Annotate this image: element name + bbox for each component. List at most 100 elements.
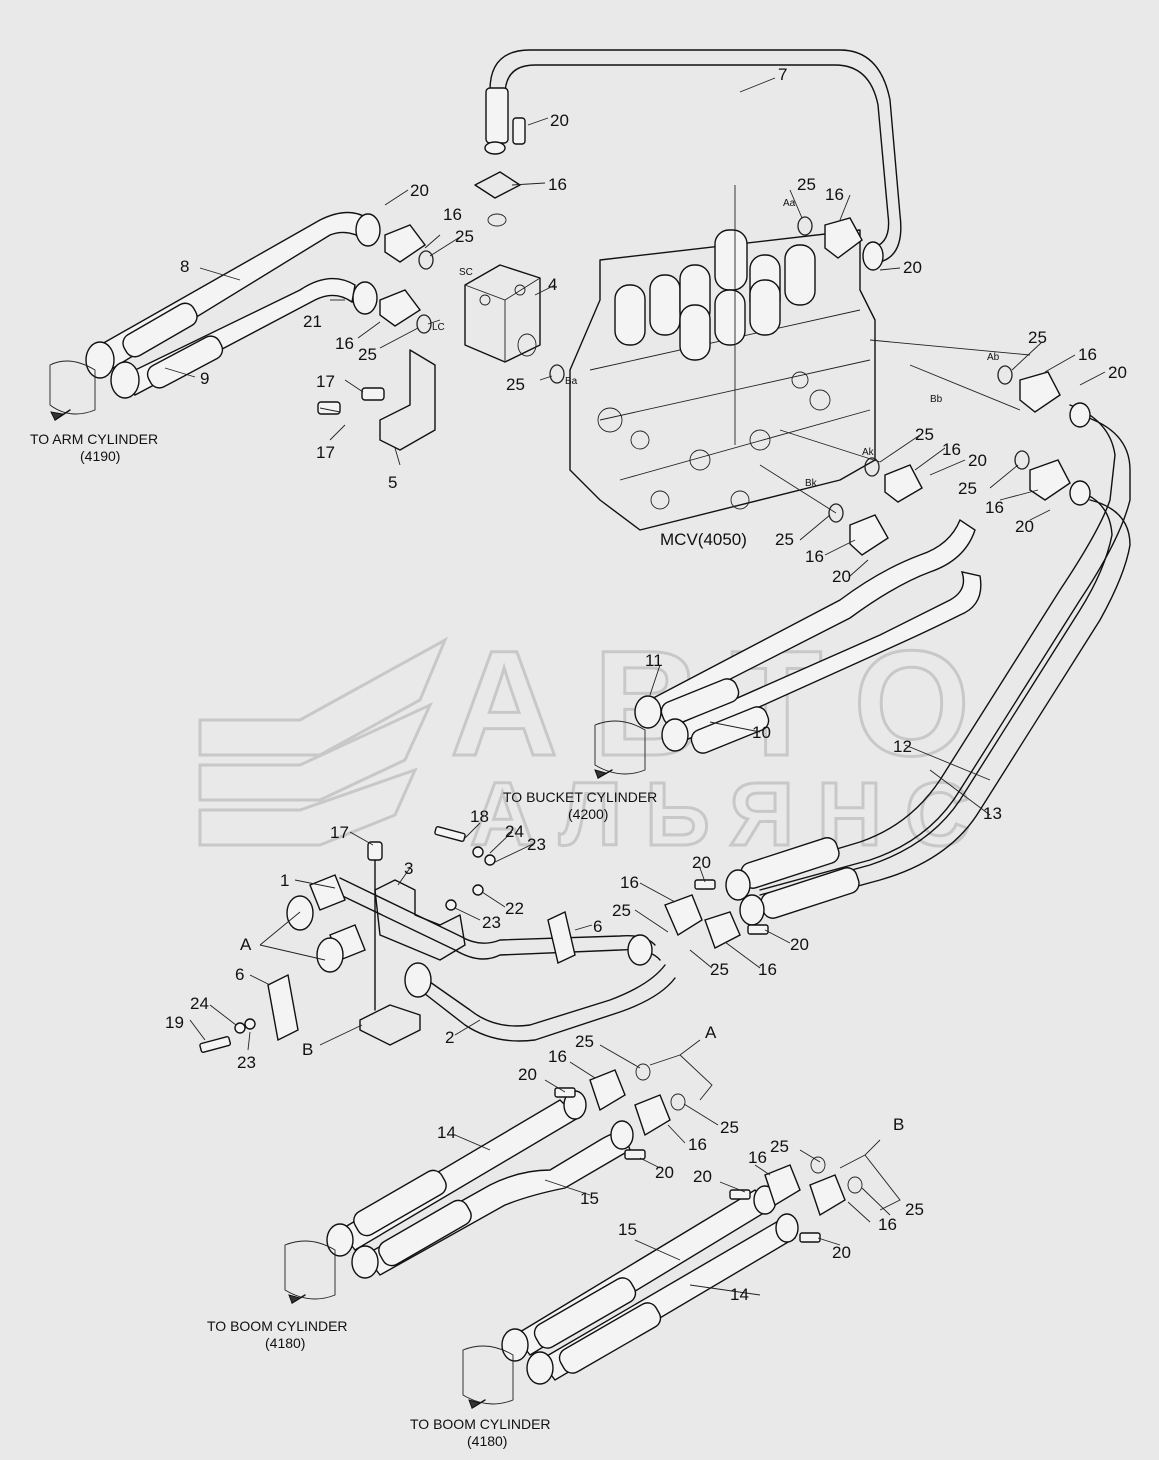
- label-10: 10: [752, 723, 771, 742]
- label-17a: 17: [316, 372, 335, 391]
- port-lc: LC: [432, 322, 445, 333]
- clamps-6: [267, 910, 576, 1042]
- label-25a: 25: [455, 227, 474, 246]
- port-labels: Aa Ab Bb Ak Bk SC LC Ba: [432, 198, 1000, 489]
- dest-boom1-line2: (4180): [265, 1335, 305, 1351]
- label-21: 21: [303, 312, 322, 331]
- label-16k: 16: [548, 1047, 567, 1066]
- label-20m: 20: [832, 1243, 851, 1262]
- label-20a: 20: [550, 111, 569, 130]
- label-B1: B: [302, 1040, 313, 1059]
- label-20j: 20: [518, 1065, 537, 1084]
- destination-labels: TO ARM CYLINDER (4190) TO BUCKET CYLINDE…: [30, 431, 657, 1449]
- label-25d: 25: [506, 375, 525, 394]
- port-ba: Ba: [565, 376, 578, 387]
- label-25j: 25: [710, 960, 729, 979]
- label-14b: 14: [730, 1285, 749, 1304]
- label-20f: 20: [1015, 517, 1034, 536]
- label-20h: 20: [692, 853, 711, 872]
- label-20c: 20: [903, 258, 922, 277]
- label-A1: A: [240, 935, 252, 954]
- port-ab: Ab: [987, 352, 1000, 363]
- label-4: 4: [548, 275, 557, 294]
- label-7: 7: [778, 65, 787, 84]
- label-20l: 20: [693, 1167, 712, 1186]
- label-22: 22: [505, 899, 524, 918]
- label-16b: 16: [443, 205, 462, 224]
- label-18: 18: [470, 807, 489, 826]
- label-25h: 25: [775, 530, 794, 549]
- label-2: 2: [445, 1028, 454, 1047]
- dest-boom1-line1: TO BOOM CYLINDER: [207, 1318, 348, 1334]
- label-25b: 25: [797, 175, 816, 194]
- label-16h: 16: [805, 547, 824, 566]
- pipes-12-13: [725, 402, 1131, 926]
- block-4: [464, 117, 541, 363]
- label-17c: 17: [330, 823, 349, 842]
- label-16e: 16: [1078, 345, 1097, 364]
- label-3: 3: [404, 859, 413, 878]
- label-16c: 16: [825, 185, 844, 204]
- label-16f: 16: [942, 440, 961, 459]
- label-17b: 17: [316, 443, 335, 462]
- dest-boom2-line2: (4180): [467, 1433, 507, 1449]
- label-25n: 25: [905, 1200, 924, 1219]
- label-20b: 20: [410, 181, 429, 200]
- label-25i: 25: [612, 901, 631, 920]
- lower-pipe-assembly: [286, 841, 676, 1046]
- label-16g: 16: [985, 498, 1004, 517]
- label-25l: 25: [720, 1118, 739, 1137]
- label-25f: 25: [915, 425, 934, 444]
- boom-hoses-right: [462, 1156, 863, 1409]
- watermark-logo-stripes: [198, 636, 449, 847]
- label-16m: 16: [748, 1148, 767, 1167]
- label-1: 1: [280, 871, 289, 890]
- pipe-7: [485, 49, 902, 271]
- bracket-5: [317, 349, 436, 451]
- mcv-label: MCV(4050): [660, 530, 747, 549]
- label-20d: 20: [1108, 363, 1127, 382]
- dest-boom2-line1: TO BOOM CYLINDER: [410, 1416, 551, 1432]
- label-16d: 16: [335, 334, 354, 353]
- main-control-valve: MCV(4050): [569, 229, 876, 549]
- port-aa: Aa: [783, 198, 796, 209]
- label-15a: 15: [580, 1189, 599, 1208]
- label-8: 8: [180, 257, 189, 276]
- label-13: 13: [983, 804, 1002, 823]
- label-24b: 24: [190, 994, 209, 1013]
- boom-hoses-left: [284, 1063, 686, 1304]
- label-20g: 20: [832, 567, 851, 586]
- label-25k: 25: [575, 1032, 594, 1051]
- label-16n: 16: [878, 1215, 897, 1234]
- port-bk: Bk: [805, 478, 818, 489]
- flanges-upper: [379, 217, 1071, 556]
- label-23a: 23: [527, 835, 546, 854]
- hoses-10-11: [594, 518, 982, 779]
- label-11: 11: [645, 651, 663, 670]
- label-16a: 16: [548, 175, 567, 194]
- leader-lines: [164, 77, 1106, 1296]
- label-25g: 25: [958, 479, 977, 498]
- label-25c: 25: [358, 345, 377, 364]
- part-labels: 7 20 16 20 16 25 8 4 25 16 20 21 16 25 9…: [165, 65, 1127, 1304]
- label-6b: 6: [593, 917, 602, 936]
- label-16i: 16: [620, 873, 639, 892]
- label-14a: 14: [437, 1123, 456, 1142]
- label-5: 5: [388, 473, 397, 492]
- label-16j: 16: [758, 960, 777, 979]
- label-6a: 6: [235, 965, 244, 984]
- label-A2: A: [705, 1023, 717, 1042]
- label-20i: 20: [790, 935, 809, 954]
- dest-bucket-line2: (4200): [568, 806, 608, 822]
- label-20k: 20: [655, 1163, 674, 1182]
- port-bb: Bb: [930, 394, 943, 405]
- label-24a: 24: [505, 822, 524, 841]
- label-B2: B: [893, 1115, 904, 1134]
- label-16l: 16: [688, 1135, 707, 1154]
- label-20e: 20: [968, 451, 987, 470]
- label-23b: 23: [482, 913, 501, 932]
- label-9: 9: [200, 369, 209, 388]
- port-sc: SC: [459, 267, 473, 278]
